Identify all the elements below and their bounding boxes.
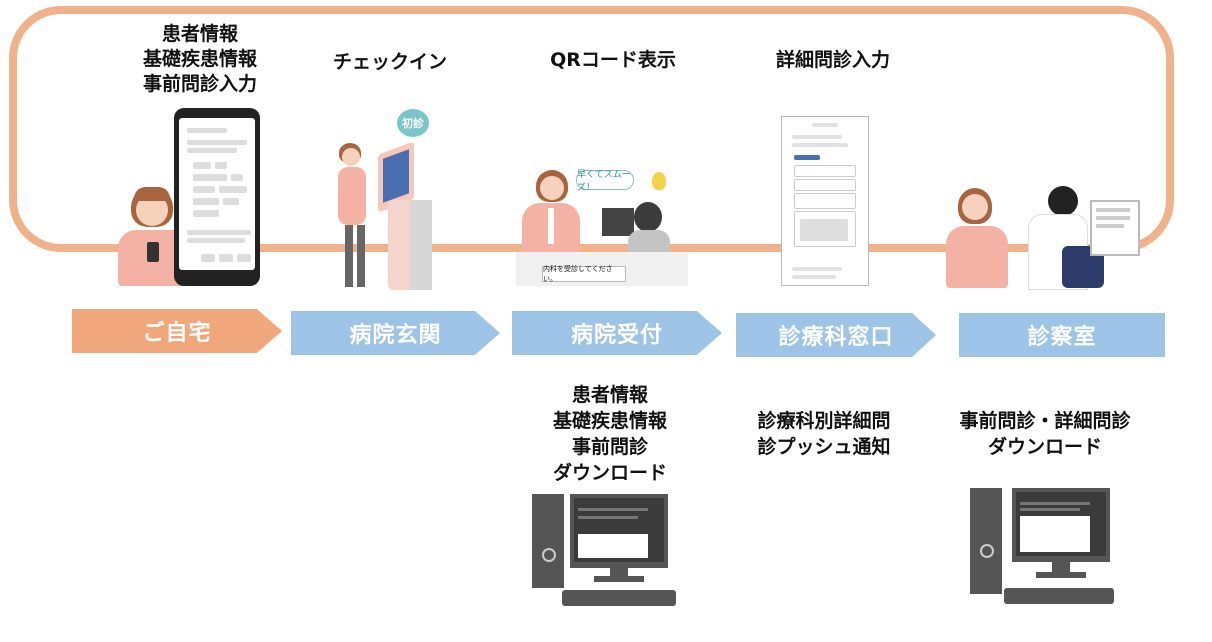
top-label-checkin: チェックイン	[320, 50, 460, 75]
stage-exam-room: 診察室	[959, 313, 1165, 357]
first-visit-bubble: 初診	[397, 109, 429, 137]
bottom-label-department: 診療科別詳細問 診プッシュ通知	[757, 410, 891, 458]
smartphone	[174, 108, 260, 286]
interview-tablet	[781, 116, 869, 286]
stage-department-window: 診療科窓口	[736, 313, 936, 357]
reception-monitor	[602, 208, 634, 236]
flow-loop	[9, 6, 1174, 252]
top-label-detail-interview: 詳細問診入力	[758, 48, 908, 73]
speech-bubble: 早くてスムーズ！	[576, 170, 634, 193]
top-label-qr: QRコード表示	[538, 48, 688, 73]
stage-hospital-reception: 病院受付	[512, 311, 722, 355]
stage-hospital-entrance: 病院玄関	[291, 311, 500, 355]
stage-home: ご自宅	[72, 309, 282, 353]
bottom-label-reception: 患者情報 基礎疾患情報 事前問診 ダウンロード	[552, 384, 667, 484]
bottom-label-exam-room: 事前問診・詳細問診 ダウンロード	[959, 410, 1131, 458]
reception-counter-note: 内科を受診してください。	[542, 265, 626, 283]
top-label-home: 患者情報 基礎疾患情報 事前問診入力	[130, 22, 270, 97]
